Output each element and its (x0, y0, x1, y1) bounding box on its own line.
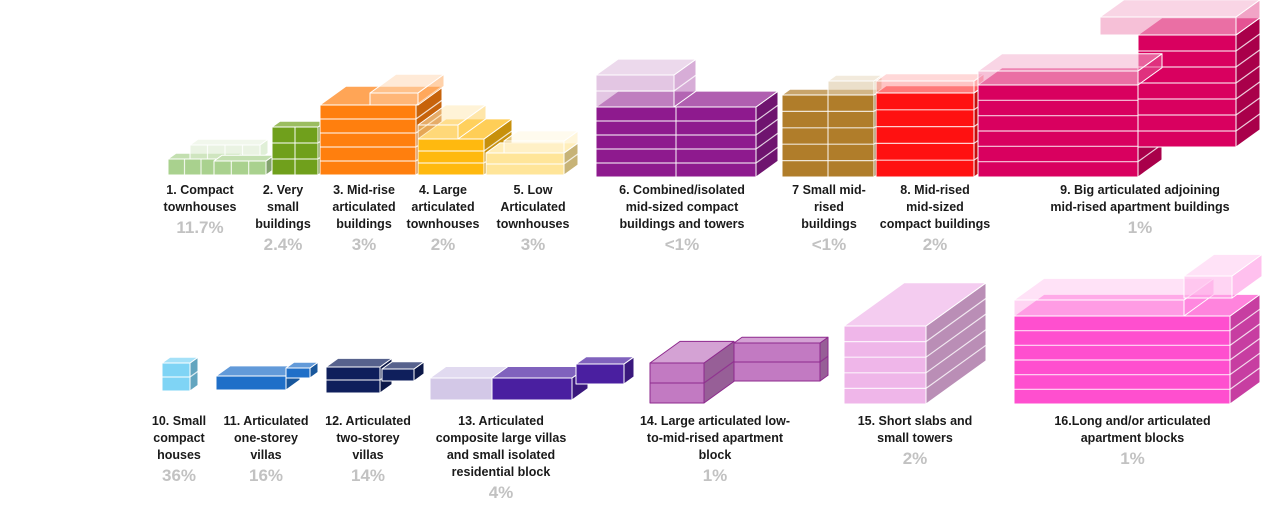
type-15-caption: 15. Short slabs and small towers 2% (840, 413, 990, 470)
type-label: 3. Mid-rise articulated buildings (332, 183, 396, 231)
type-share: 11.7% (176, 218, 224, 237)
type-share: 2.4% (263, 235, 303, 254)
type-share: 14% (350, 466, 386, 485)
type-3-caption: 3. Mid-rise articulated buildings 3% (320, 182, 408, 256)
type-12-caption: 12. Articulated two-storey villas 14% (313, 413, 423, 487)
type-label: 2. Very small buildings (255, 183, 311, 231)
type-label: 6. Combined/isolated mid-sized compact b… (619, 183, 745, 231)
type-13-building-icon (429, 356, 635, 401)
type-share: 2% (922, 235, 948, 254)
type-label: 5. Low Articulated townhouses (496, 183, 570, 231)
type-label: 7 Small mid- rised buildings (792, 183, 866, 231)
type-12-building-icon (325, 357, 425, 394)
type-share: 3% (520, 235, 546, 254)
type-8-building-icon (875, 73, 985, 178)
type-2-building-icon (271, 120, 327, 176)
type-16-building-icon (1013, 253, 1263, 405)
type-label: 15. Short slabs and small towers (857, 414, 973, 445)
type-label: 16.Long and/or articulated apartment blo… (1054, 414, 1211, 445)
type-share: 3% (351, 235, 377, 254)
type-label: 1. Compact townhouses (163, 183, 237, 214)
type-label: 12. Articulated two-storey villas (325, 414, 411, 462)
type-6-building-icon (595, 58, 779, 178)
type-label: 10. Small compact houses (151, 414, 207, 462)
type-7-caption: 7 Small mid- rised buildings <1% (782, 182, 876, 256)
type-share: 1% (1127, 218, 1153, 237)
type-1-building-icon (167, 138, 275, 176)
type-15-building-icon (843, 282, 987, 405)
type-share: <1% (664, 235, 700, 254)
type-label: 4. Large articulated townhouses (406, 183, 480, 231)
type-6-caption: 6. Combined/isolated mid-sized compact b… (592, 182, 772, 256)
type-share: 2% (902, 449, 928, 468)
type-10-building-icon (161, 356, 199, 392)
type-14-caption: 14. Large articulated low- to-mid-rised … (620, 413, 810, 487)
type-label: 11. Articulated one-storey villas (223, 414, 309, 462)
type-11-building-icon (215, 361, 319, 391)
type-share: <1% (811, 235, 847, 254)
type-10-caption: 10. Small compact houses 36% (126, 413, 232, 487)
type-11-caption: 11. Articulated one-storey villas 16% (211, 413, 321, 487)
type-14-building-icon (649, 336, 829, 404)
type-share: 4% (488, 483, 514, 502)
type-9-caption: 9. Big articulated adjoining mid-rised a… (1020, 182, 1260, 239)
type-share: 1% (702, 466, 728, 485)
type-9-building-icon (977, 0, 1261, 178)
type-4-caption: 4. Large articulated townhouses 2% (401, 182, 485, 256)
type-1-caption: 1. Compact townhouses 11.7% (145, 182, 255, 239)
type-13-caption: 13. Articulated composite large villas a… (420, 413, 582, 504)
type-label: 8. Mid-rised mid-sized compact buildings (879, 183, 991, 231)
type-share: 2% (430, 235, 456, 254)
type-label: 14. Large articulated low- to-mid-rised … (639, 414, 791, 462)
type-8-caption: 8. Mid-rised mid-sized compact buildings… (870, 182, 1000, 256)
type-7-building-icon (781, 74, 883, 178)
type-label: 9. Big articulated adjoining mid-rised a… (1050, 183, 1230, 214)
type-5-caption: 5. Low Articulated townhouses 3% (488, 182, 578, 256)
type-16-caption: 16.Long and/or articulated apartment blo… (1020, 413, 1245, 470)
type-label: 13. Articulated composite large villas a… (435, 414, 567, 479)
type-5-building-icon (485, 130, 579, 176)
type-2-caption: 2. Very small buildings 2.4% (250, 182, 316, 256)
type-3-building-icon (319, 73, 445, 176)
type-share: 1% (1120, 449, 1145, 468)
type-share: 36% (161, 466, 197, 485)
type-share: 16% (248, 466, 284, 485)
